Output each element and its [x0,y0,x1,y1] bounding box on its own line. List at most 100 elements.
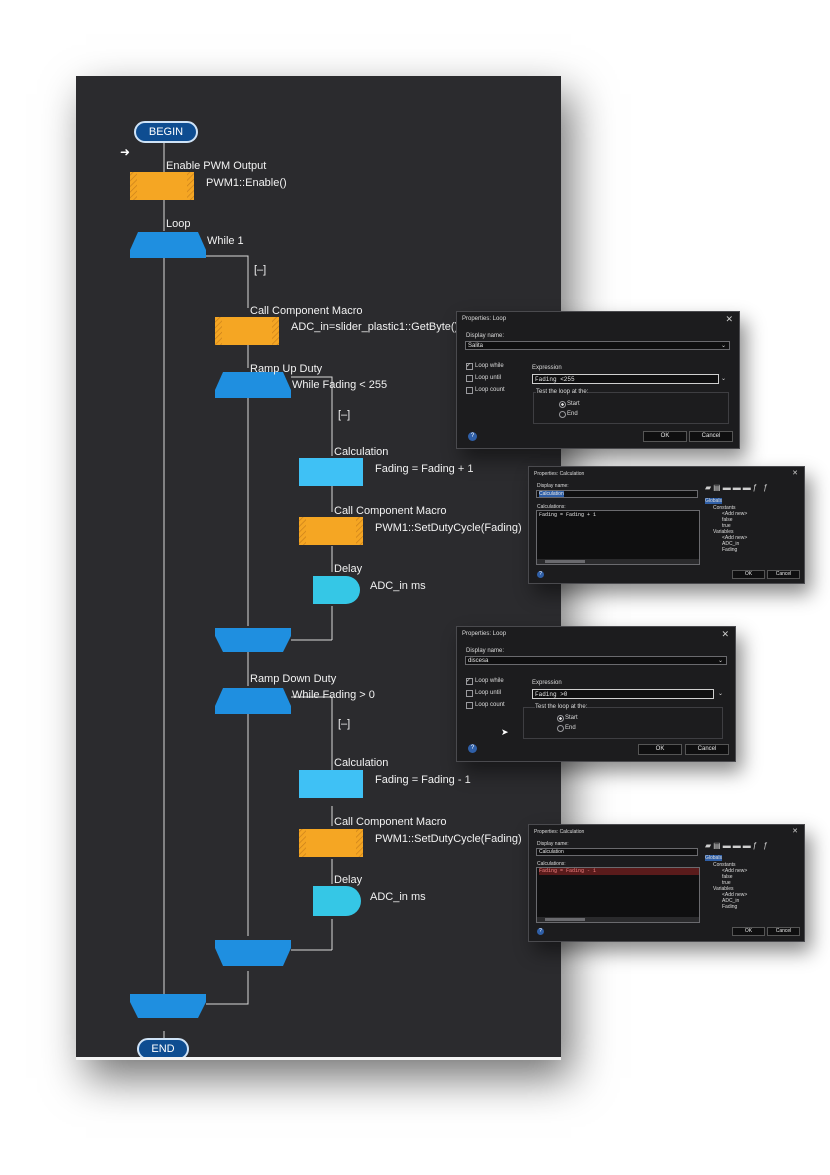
chevron-down-icon[interactable]: ⌄ [721,343,727,349]
ramp-up-collapse-toggle[interactable]: [–] [338,409,351,421]
tree-add-constant[interactable]: <Add new> [722,868,748,874]
loop-end-block[interactable] [130,994,206,1018]
display-name-field[interactable]: Salita [465,341,730,350]
ok-button[interactable]: OK [643,431,687,442]
loop-while-checkbox[interactable] [466,363,473,370]
close-icon[interactable]: ✕ [792,470,798,477]
ok-button[interactable]: OK [638,744,682,755]
loop-collapse-toggle[interactable]: [–] [254,264,267,276]
tree-globals-label: Globals [705,855,722,861]
close-icon[interactable]: ✕ [792,828,798,835]
display-name-field[interactable]: Calculation [536,490,698,498]
ramp-down-condition: While Fading > 0 [292,689,375,701]
tree-variables[interactable]: Variables [713,529,734,535]
calculations-label: Calculations: [537,504,566,510]
tree-constants[interactable]: Constants [713,862,736,868]
expression-label: Expression [532,365,562,371]
enable-pwm-macro-block[interactable] [130,172,194,200]
expression-field[interactable]: Fading <255 [532,374,719,384]
get-byte-macro-block[interactable] [215,317,279,345]
enable-pwm-code: PWM1::Enable() [206,177,287,189]
begin-terminal[interactable]: BEGIN [134,121,198,143]
set-duty-macro-block-2[interactable] [299,829,363,857]
test-loop-group [523,707,723,739]
cancel-button[interactable]: Cancel [689,431,733,442]
tree-add-constant[interactable]: <Add new> [722,511,748,517]
display-name-label: Display name: [466,333,505,339]
loop-count-checkbox[interactable] [466,702,473,709]
cancel-button[interactable]: Cancel [767,570,800,579]
tree-constants[interactable]: Constants [713,505,736,511]
tree-fading[interactable]: Fading [722,904,738,910]
macro2-code: PWM1::SetDutyCycle(Fading) [375,522,522,534]
set-duty-macro-block-1[interactable] [299,517,363,545]
expression-field[interactable]: Fading >0 [532,689,714,699]
end-radio[interactable] [557,725,564,732]
scrollbar-thumb[interactable] [545,560,585,563]
chevron-down-icon[interactable]: ⌄ [721,376,727,382]
tree-false[interactable]: false [722,517,733,523]
help-icon[interactable]: ? [468,744,477,753]
cancel-button[interactable]: Cancel [685,744,729,755]
tree-false[interactable]: false [722,874,733,880]
toolbar-icons[interactable]: ▰▤▬▬▬ƒ ƒ [705,841,770,850]
ok-button[interactable]: OK [732,927,765,936]
loop-block[interactable] [130,232,206,258]
ramp-up-loop-end[interactable] [215,628,291,652]
close-icon[interactable]: ✕ [725,314,733,324]
close-icon[interactable]: ✕ [721,629,729,639]
start-radio[interactable] [559,401,566,408]
ramp-down-loop-block[interactable] [215,688,291,714]
chevron-down-icon[interactable]: ⌄ [718,691,724,697]
delay-block-1[interactable] [313,576,360,604]
ok-button[interactable]: OK [732,570,765,579]
calculation-properties-dialog-1: Properties: Calculation ✕ Display name: … [528,466,805,584]
calculations-editor[interactable]: Fading = Fading + 1 [536,510,700,565]
start-radio[interactable] [557,715,564,722]
tree-globals[interactable]: Globals [705,498,722,504]
help-icon[interactable]: ? [468,432,477,441]
help-icon[interactable]: ? [537,571,544,578]
ramp-up-loop-block[interactable] [215,372,291,398]
scrollbar-thumb[interactable] [545,918,585,921]
end-label: End [565,725,576,731]
delay-block-2[interactable] [313,886,361,916]
loop-until-label: Loop until [475,375,502,381]
end-radio[interactable] [559,411,566,418]
loop-until-checkbox[interactable] [466,690,473,697]
display-name-field[interactable]: Calculation [536,848,698,856]
tree-true[interactable]: true [722,523,731,529]
loop-while-checkbox[interactable] [466,678,473,685]
display-name-field[interactable]: discesa [465,656,727,665]
calculations-editor[interactable]: Fading = Fading - 1 [536,867,700,923]
calculation-code: Fading = Fading + 1 [539,512,597,518]
ramp-down-collapse-toggle[interactable]: [–] [338,718,351,730]
start-label: Start [565,715,578,721]
tree-variables[interactable]: Variables [713,886,734,892]
horizontal-scrollbar[interactable] [537,917,699,922]
calc-increment-block[interactable] [299,458,363,486]
dialog-title: Properties: Calculation [534,471,585,477]
tree-add-variable[interactable]: <Add new> [722,892,748,898]
end-terminal[interactable]: END [137,1038,189,1060]
start-label: Start [567,401,580,407]
chevron-down-icon[interactable]: ⌄ [718,658,724,664]
tree-true[interactable]: true [722,880,731,886]
loop-properties-dialog-2: Properties: Loop ✕ Display name: discesa… [456,626,736,762]
loop-count-label: Loop count [475,387,505,393]
help-icon[interactable]: ? [537,928,544,935]
toolbar-icons[interactable]: ▰▤▬▬▬ƒ ƒ [705,483,770,492]
ramp-down-loop-end[interactable] [215,940,291,966]
tree-adc-in[interactable]: ADC_in [722,541,740,547]
tree-fading[interactable]: Fading [722,547,738,553]
calc-decrement-block[interactable] [299,770,363,798]
cancel-button[interactable]: Cancel [767,927,800,936]
tree-globals[interactable]: Globals [705,855,722,861]
flowchart-canvas[interactable]: ➜ BEGIN END Enable PWM Output PWM1::Enab… [76,76,561,1060]
tree-add-variable[interactable]: <Add new> [722,535,748,541]
calc2-code: Fading = Fading - 1 [375,774,471,786]
loop-until-checkbox[interactable] [466,375,473,382]
tree-adc-in[interactable]: ADC_in [722,898,740,904]
loop-count-checkbox[interactable] [466,387,473,394]
horizontal-scrollbar[interactable] [537,559,699,564]
